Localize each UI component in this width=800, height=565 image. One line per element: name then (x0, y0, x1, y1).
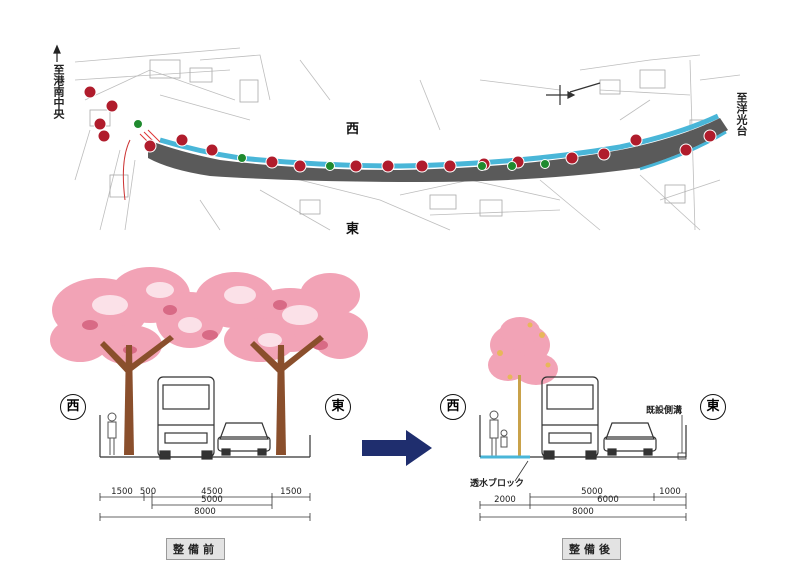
cherry-blossom-canopy (50, 267, 368, 365)
transition-arrow-icon (362, 430, 432, 466)
cherry-tree-marker-icon (205, 143, 219, 157)
map-south-destination: 至洋光台 (735, 92, 748, 136)
after-east-badge: 東 (700, 394, 726, 420)
dimension-lines: 1500 500 4500 1500 5000 8000 (99, 487, 311, 521)
cherry-tree-marker-icon (349, 159, 363, 173)
bus-icon (541, 376, 599, 460)
tree-trunks (100, 335, 324, 455)
cherry-tree-marker-icon (143, 139, 157, 153)
sidewalk-strip (159, 113, 720, 169)
compass-icon (546, 82, 601, 105)
map-west-label: 西 (346, 122, 360, 137)
cherry-tree-marker-icon (265, 155, 279, 169)
cherry-blossom-highlights (92, 282, 318, 347)
cherry-tree-marker-icon (175, 133, 189, 147)
ground-line (479, 415, 687, 460)
green-tree-marker-icon (507, 161, 517, 171)
green-tree-marker-icon (133, 119, 143, 129)
dimension-label: 5000 (581, 487, 603, 497)
north-arrow-icon (53, 44, 61, 62)
approach-curve (122, 139, 131, 201)
green-tree-marker-icon (237, 153, 247, 163)
cherry-tree-marker-icon (293, 159, 307, 173)
cherry-blossom-canopy (488, 317, 558, 385)
green-tree-marker-icon (540, 159, 550, 169)
dimension-label: 6000 (597, 495, 619, 505)
dimension-label: 5000 (201, 495, 223, 505)
dimension-label: 1500 (111, 487, 133, 497)
car-icon (603, 422, 657, 456)
green-tree-marker-icon (325, 161, 335, 171)
cherry-tree-marker-icon (703, 129, 717, 143)
cherry-tree-marker-icon (83, 85, 97, 99)
cherry-tree-marker-icon (443, 159, 457, 173)
ground-line (99, 415, 311, 458)
map-east-label: 東 (346, 222, 360, 237)
bus-icon (157, 376, 215, 460)
permeable-block-label: 透水ブロック (470, 479, 525, 489)
dimension-label: 8000 (194, 507, 216, 517)
dimension-label: 500 (140, 487, 156, 497)
map-background-lines (74, 47, 741, 231)
map-north-destination: 至港南中央 (52, 64, 65, 119)
dimension-label: 2000 (494, 495, 516, 505)
dimension-label: 1000 (659, 487, 681, 497)
tree-trunks (518, 375, 521, 457)
cherry-tree-marker-icon (93, 117, 107, 131)
dimension-label: 4500 (201, 487, 223, 497)
car-icon (217, 422, 271, 456)
dimension-label: 8000 (572, 507, 594, 517)
cherry-tree-marker-icon (565, 151, 579, 165)
cherry-tree-marker-icon (415, 159, 429, 173)
cherry-tree-marker-icon (629, 133, 643, 147)
before-west-badge: 西 (60, 394, 86, 420)
permeable-block-leader (514, 460, 529, 482)
cross-section-before: 1500 500 4500 1500 5000 8000 (50, 267, 368, 521)
cherry-tree-marker-icon (597, 147, 611, 161)
after-caption: 整備後 (562, 538, 621, 560)
pedestrian-icon (489, 410, 508, 457)
tree-markers (83, 85, 717, 173)
road-surface (148, 118, 728, 182)
cherry-tree-marker-icon (105, 99, 119, 113)
existing-drain-label: 既設側溝 (646, 406, 683, 416)
before-east-badge: 東 (325, 394, 351, 420)
after-west-badge: 西 (440, 394, 466, 420)
green-tree-marker-icon (477, 161, 487, 171)
cherry-tree-marker-icon (381, 159, 395, 173)
plan-map (53, 44, 741, 231)
before-caption: 整備前 (166, 538, 225, 560)
dimension-label: 1500 (280, 487, 302, 497)
cherry-tree-marker-icon (679, 143, 693, 157)
cherry-blossom-accents (497, 322, 551, 380)
pedestrian-icon (107, 412, 117, 455)
cherry-tree-marker-icon (97, 129, 111, 143)
